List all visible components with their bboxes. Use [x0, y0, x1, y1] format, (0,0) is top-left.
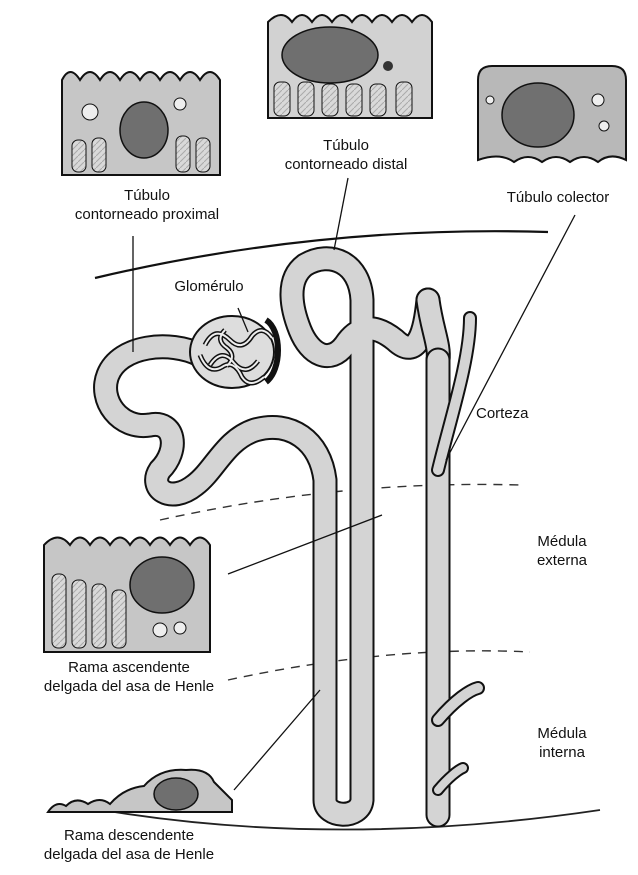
descending-thin-limb-cell: [48, 770, 232, 812]
collecting-tubule-cell: [478, 66, 626, 162]
label-distal-tubule-line1: Túbulo: [256, 136, 436, 155]
distal-tubule-cell: [268, 15, 432, 118]
label-inner-medulla: Médula interna: [512, 724, 612, 762]
label-inner-medulla-line2: interna: [512, 743, 612, 762]
label-cortex: Corteza: [476, 404, 529, 423]
label-distal-tubule: Túbulo contorneado distal: [256, 136, 436, 174]
label-descending-line2: delgada del asa de Henle: [10, 845, 248, 864]
ascending-thin-limb-cell: [44, 538, 210, 653]
label-collecting-tubule: Túbulo colector: [484, 188, 632, 207]
label-inner-medulla-line1: Médula: [512, 724, 612, 743]
label-proximal-tubule-line1: Túbulo: [52, 186, 242, 205]
label-proximal-tubule-line2: contorneado proximal: [52, 205, 242, 224]
label-proximal-tubule: Túbulo contorneado proximal: [52, 186, 242, 224]
label-outer-medulla: Médula externa: [512, 532, 612, 570]
collecting-duct: [438, 318, 478, 815]
label-distal-tubule-line2: contorneado distal: [256, 155, 436, 174]
label-outer-medulla-line1: Médula: [512, 532, 612, 551]
label-ascending-line1: Rama ascendente: [10, 658, 248, 677]
proximal-tubule-cell: [62, 72, 220, 175]
outer-medulla-boundary: [160, 484, 520, 520]
label-glomerulus: Glomérulo: [154, 277, 264, 296]
label-descending-line1: Rama descendente: [10, 826, 248, 845]
label-ascending-thin-limb: Rama ascendente delgada del asa de Henle: [10, 658, 248, 696]
glomerulus: [190, 316, 278, 388]
label-ascending-line2: delgada del asa de Henle: [10, 677, 248, 696]
label-descending-thin-limb: Rama descendente delgada del asa de Henl…: [10, 826, 248, 864]
inner-medulla-boundary: [228, 651, 530, 680]
label-outer-medulla-line2: externa: [512, 551, 612, 570]
